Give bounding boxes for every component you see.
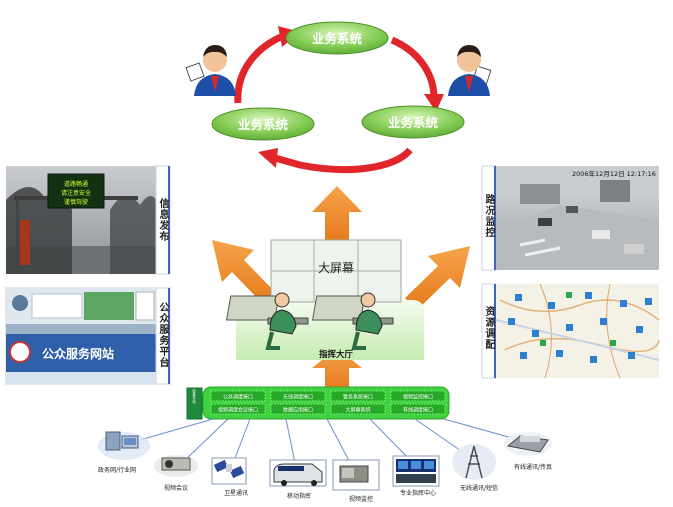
big-screen-label: 大屏幕 — [318, 261, 354, 275]
device-label-gov-network: 政务网/行业网 — [98, 466, 136, 474]
svg-text:谨慎驾驶: 谨慎驾驶 — [64, 198, 88, 206]
device-label-wireless: 无线通讯/短信 — [460, 484, 498, 492]
public-service-screens: 公众服务网站 — [5, 287, 157, 385]
business-system-pill-top: 业务系统 — [285, 21, 389, 55]
road-camera-timestamp: 2006年12月12日 12:17:16 — [572, 169, 656, 178]
bus-module-1-1: 数据应用接口 — [283, 407, 313, 414]
device-wireless — [452, 444, 496, 480]
road-monitor-photo: 2006年12月12日 12:17:16 — [496, 166, 659, 270]
bus-side-label-box — [186, 387, 203, 420]
user-figure-right — [448, 45, 492, 96]
device-satellite — [211, 457, 247, 485]
public-service-label-box — [155, 287, 171, 385]
device-wired — [504, 432, 552, 456]
device-gov-network — [98, 431, 150, 460]
bus-side-label: 信息总线 — [191, 388, 196, 404]
bus-module-1-0: 视频调度会议接口 — [218, 407, 258, 414]
user-figure-left — [185, 45, 236, 96]
command-hall-label: 指挥大厅 — [319, 349, 354, 360]
bus-module-0-3: 视频监控接口 — [403, 394, 433, 401]
interface-bus: 信息总线 公共调度接口 无线调度接口 警务系统接口 视频监控接口 视频调度会议接… — [186, 386, 450, 420]
bus-module-0-1: 无线调度接口 — [283, 394, 313, 401]
operator-right — [311, 292, 394, 350]
business-system-label-right: 业务系统 — [388, 115, 439, 130]
bus-module-0-2: 警务系统接口 — [343, 394, 373, 401]
public-service-label: 公众服务平台 — [157, 302, 168, 368]
cycle-arrow-right-to-left-head — [258, 148, 278, 168]
device-video-conference — [154, 455, 198, 477]
device-command-center — [392, 455, 440, 487]
road-monitor-label: 路况监控 — [483, 194, 494, 238]
orange-arrow-up-right — [405, 246, 470, 310]
bus-module-row-1 — [210, 403, 446, 415]
device-label-video-surveillance: 视频监控 — [349, 495, 373, 503]
device-label-satellite: 卫星通讯 — [224, 489, 248, 497]
device-label-mobile-command: 移动指挥 — [287, 492, 311, 500]
svg-text:公众服务网站: 公众服务网站 — [42, 346, 114, 361]
command-hall: 大屏幕 指挥大厅 — [225, 239, 424, 360]
orange-arrow-up-left — [212, 240, 276, 305]
svg-text:道路畅通: 道路畅通 — [64, 180, 88, 188]
svg-text:请注意安全: 请注意安全 — [61, 189, 91, 197]
business-system-label-left: 业务系统 — [238, 117, 289, 132]
info-release-label: 信息发布 — [157, 198, 168, 242]
resource-dispatch-label: 资源调配 — [483, 306, 494, 350]
resource-dispatch-map — [495, 283, 660, 379]
device-video-surveillance — [332, 459, 380, 491]
cycle-arrow-top-to-right-head — [424, 94, 444, 112]
orange-arrow-up — [312, 186, 362, 243]
operator-left — [225, 292, 309, 350]
device-label-wired: 有线通讯/传真 — [514, 463, 552, 471]
bus-module-0-0: 公共调度接口 — [223, 394, 253, 401]
cycle-arrow-left-to-top — [234, 32, 285, 104]
business-system-label-top: 业务系统 — [312, 31, 363, 46]
device-label-command-center: 专业指挥中心 — [400, 489, 436, 497]
bus-module-row-0 — [210, 390, 446, 402]
bus-module-1-3: 有线调度接口 — [403, 407, 433, 414]
cycle-arrow-top-to-right — [390, 36, 438, 99]
info-release-photo: 道路畅通 请注意安全 谨慎驾驶 — [6, 166, 156, 274]
device-label-video-conference: 视频会议 — [164, 484, 188, 492]
bus-module-1-2: 大屏幕系统 — [345, 407, 370, 414]
info-release-label-box — [155, 165, 171, 275]
cycle-arrows — [234, 26, 444, 174]
cycle-arrow-right-to-left — [274, 147, 413, 174]
business-system-pill-left: 业务系统 — [211, 107, 315, 141]
business-system-pill-right: 业务系统 — [361, 105, 465, 139]
device-mobile-command — [269, 459, 327, 487]
big-screen-panel — [270, 239, 402, 303]
